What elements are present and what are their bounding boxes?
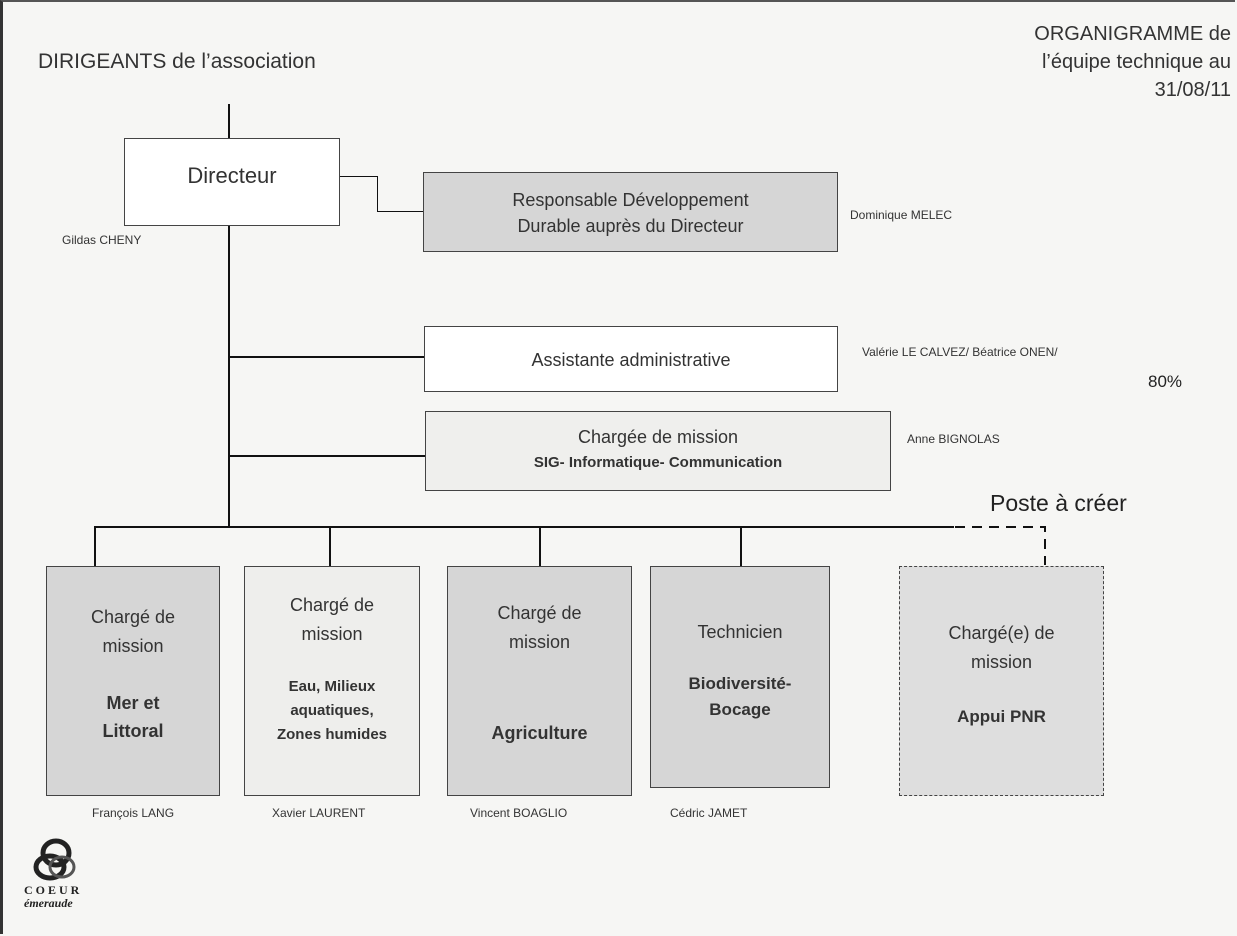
mission-topic-line1: Eau, Milieux (288, 678, 376, 695)
sig-box: Chargée de mission SIG- Informatique- Co… (425, 411, 891, 491)
chart-title-line3: 31/08/11 (1154, 79, 1231, 101)
mission-topic: Eau, Milieux aquatiques, Zones humides (245, 675, 419, 747)
mission-person-eau: Xavier LAURENT (272, 806, 366, 820)
connector-main-vertical (228, 226, 230, 528)
logo-mark-icon (33, 838, 76, 881)
responsable-dd-line1: Responsable Développement (512, 190, 749, 210)
mission-topic: Mer et Littoral (47, 689, 219, 745)
mission-title-line1: Chargé de (90, 607, 176, 627)
sig-line1: Chargée de mission (577, 427, 739, 447)
assistante-names: Valérie LE CALVEZ/ Béatrice ONEN/ (862, 345, 1058, 359)
mission-box-agriculture: Chargé de mission Agriculture (447, 566, 632, 796)
poste-a-creer-label: Poste à créer (990, 490, 1127, 516)
mission-title-line1: Chargé de (497, 603, 582, 623)
responsable-dd-box: Responsable Développement Durable auprès… (423, 172, 838, 252)
chart-title-line1: ORGANIGRAMME de (1034, 23, 1231, 45)
connector-step-vertical (377, 176, 378, 212)
connector-drop-3 (539, 526, 541, 566)
mission-box-biodiversite: Technicien Biodiversité- Bocage (650, 566, 830, 788)
connector-horizontal-bar (94, 526, 954, 528)
connector-to-sig (229, 455, 425, 457)
chart-title: ORGANIGRAMME de l’équipe technique au 31… (1034, 20, 1231, 104)
mission-title-line2: mission (970, 652, 1032, 672)
mission-title-line2: mission (301, 624, 363, 644)
mission-topic-line1: Appui PNR (957, 707, 1046, 726)
connector-director-right (340, 176, 378, 177)
coeur-emeraude-logo: COEUR émeraude (22, 835, 92, 935)
director-label: Directeur (187, 163, 277, 188)
mission-title-line1: Chargé(e) de (948, 623, 1055, 643)
mission-topic-line2: Littoral (102, 721, 164, 741)
mission-topic-line1: Agriculture (491, 723, 588, 743)
mission-title-line1: Technicien (697, 622, 783, 642)
mission-topic-line1: Mer et (106, 693, 160, 713)
mission-box-mer: Chargé de mission Mer et Littoral (46, 566, 220, 796)
connector-drop-2 (329, 526, 331, 566)
chart-title-line2: l’équipe technique au (1041, 51, 1231, 73)
mission-title-line2: mission (508, 632, 570, 652)
responsable-dd-line2: Durable auprès du Directeur (517, 216, 744, 236)
mission-topic-line2: Bocage (709, 700, 771, 719)
connector-director-top (228, 104, 230, 138)
mission-topic-line3: Zones humides (276, 726, 388, 743)
assistante-box: Assistante administrative (424, 326, 838, 392)
mission-person-agriculture: Vincent BOAGLIO (470, 806, 568, 820)
connector-to-assistante (229, 356, 424, 358)
sig-line2: SIG- Informatique- Communication (533, 454, 783, 471)
mission-title-line2: mission (102, 636, 164, 656)
sig-name: Anne BIGNOLAS (907, 432, 1000, 446)
mission-topic-line1: Biodiversité- (688, 674, 792, 693)
mission-box-eau: Chargé de mission Eau, Milieux aquatique… (244, 566, 420, 796)
mission-box-appui-pnr: Chargé(e) de mission Appui PNR (899, 566, 1104, 796)
responsable-dd-name: Dominique MELEC (850, 208, 953, 222)
logo-text-line1: COEUR (24, 883, 83, 897)
mission-topic-line2: aquatiques, (290, 702, 374, 719)
mission-person-biodiversite: Cédric JAMET (670, 806, 748, 820)
assistante-label: Assistante administrative (531, 350, 731, 370)
connector-drop-1 (94, 526, 96, 566)
mission-topic: Biodiversité- Bocage (651, 671, 829, 723)
header-title: DIRIGEANTS de l’association (38, 50, 316, 73)
director-box: Directeur (124, 138, 340, 226)
connector-to-responsable (377, 211, 423, 212)
director-name: Gildas CHENY (62, 233, 142, 247)
logo-text-line2: émeraude (24, 896, 73, 910)
dashed-connector (955, 526, 1046, 565)
mission-person-mer: François LANG (92, 806, 175, 820)
connector-drop-4 (740, 526, 742, 566)
assistante-percent: 80% (1148, 372, 1183, 391)
mission-title-line1: Chargé de (289, 595, 375, 615)
